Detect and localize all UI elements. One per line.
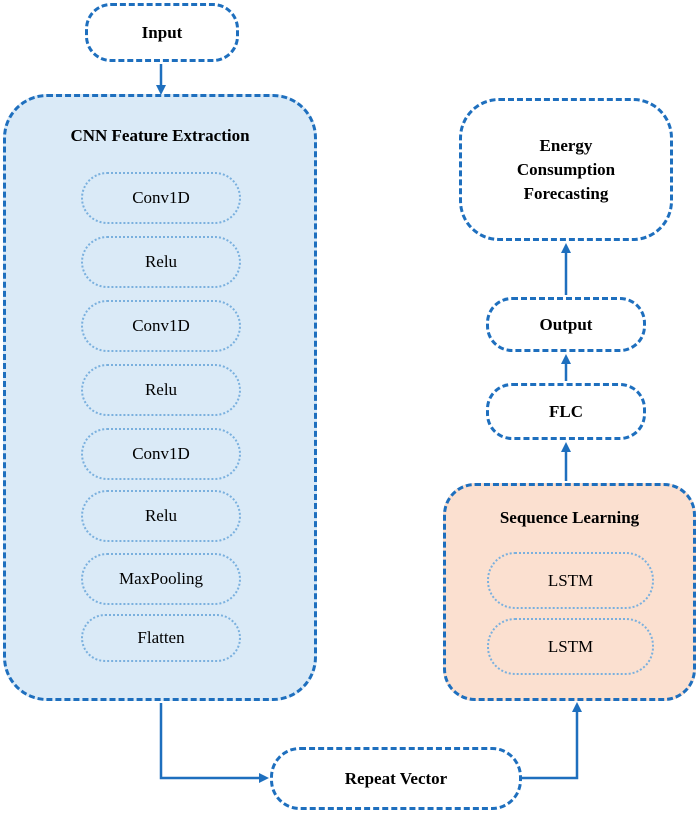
flc-node: FLC xyxy=(486,383,646,440)
sequence-layer-lstm-2: LSTM xyxy=(487,618,654,675)
sequence-layer-lstm-1: LSTM xyxy=(487,552,654,609)
energy-label-line1: Energy xyxy=(539,135,593,155)
energy-label-line3: Forecasting xyxy=(523,183,609,203)
cnn-group-title: CNN Feature Extraction xyxy=(70,126,250,145)
energy-consumption-forecasting-node: Energy Consumption Forecasting xyxy=(459,98,673,241)
cnn-layer-maxpooling: MaxPooling xyxy=(81,553,241,605)
output-label: Output xyxy=(539,314,593,334)
repeat-vector-label: Repeat Vector xyxy=(344,768,448,788)
cnn-layer-conv1d-2: Conv1D xyxy=(81,300,241,352)
arrow-repeat-vector-to-sequence xyxy=(521,702,582,780)
cnn-layer-relu-3: Relu xyxy=(81,490,241,542)
sequence-group-title: Sequence Learning xyxy=(499,508,640,527)
cnn-layer-relu-2: Relu xyxy=(81,364,241,416)
cnn-layer-relu-1: Relu xyxy=(81,236,241,288)
cnn-layer-conv1d-3: Conv1D xyxy=(81,428,241,480)
input-label: Input xyxy=(141,22,183,42)
output-node: Output xyxy=(486,297,646,352)
repeat-vector-node: Repeat Vector xyxy=(270,747,522,810)
sequence-learning-group xyxy=(443,483,696,701)
cnn-layer-conv1d-1: Conv1D xyxy=(81,172,241,224)
input-node: Input xyxy=(85,3,239,62)
energy-label-line2: Consumption xyxy=(516,159,616,179)
cnn-feature-extraction-group xyxy=(3,94,317,701)
flc-label: FLC xyxy=(549,401,583,421)
cnn-layer-flatten: Flatten xyxy=(81,614,241,662)
arrow-cnn-to-repeat-vector xyxy=(159,703,269,783)
